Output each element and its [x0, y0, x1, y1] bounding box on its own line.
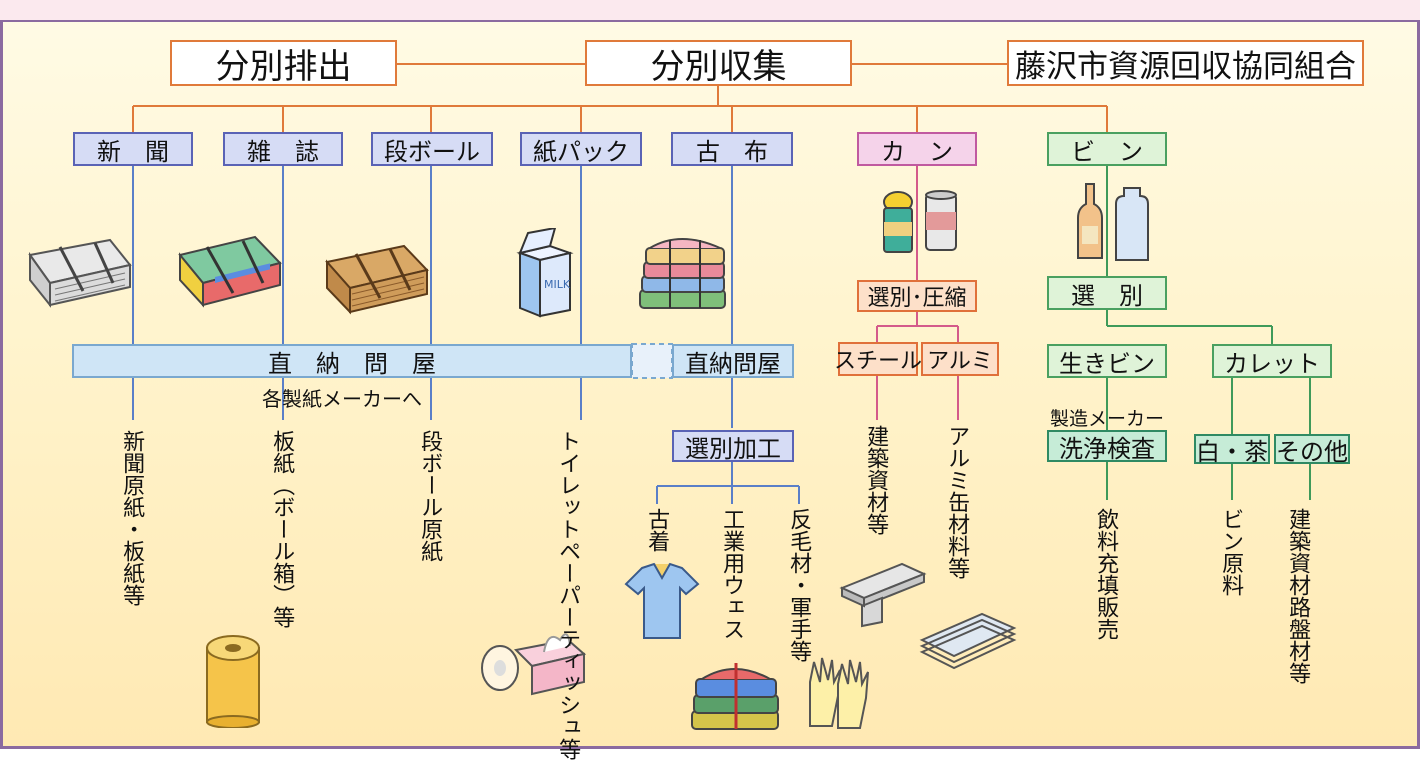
tissue-box-illustration	[481, 633, 587, 696]
used-clothes-text: 古着	[644, 508, 670, 552]
category-magazine-label: 雑 誌	[247, 137, 319, 166]
magazine-bundle-illustration	[178, 235, 282, 308]
reusable-bottle-box: 生きビン	[1047, 344, 1167, 378]
product-cardboard-raw: 段ボール原紙	[417, 430, 443, 562]
aluminum-sheets-illustration	[919, 612, 1017, 670]
direct-wholesaler-label: 直 納 問 屋	[268, 349, 436, 378]
direct-wholesaler-cloth-label: 直納問屋	[685, 349, 781, 378]
toilet-paper-roll-illustration	[206, 635, 260, 728]
product-newsprint: 新聞原紙・板紙等	[119, 430, 145, 606]
steel-box: スチール	[834, 342, 922, 376]
cans-illustration	[883, 190, 957, 253]
cloth-sort-process-label: 選別加工	[685, 434, 781, 463]
category-magazine: 雑 誌	[223, 132, 343, 166]
category-bottle-label: ビ ン	[1071, 137, 1143, 166]
steel-label: スチール	[834, 349, 923, 374]
category-newspaper: 新 聞	[73, 132, 193, 166]
top-strip	[0, 0, 1420, 22]
clothes-stack-illustration	[639, 238, 726, 309]
aluminum-label: アルミ	[927, 349, 993, 374]
direct-wholesaler-bar: 直 納 問 屋	[72, 344, 632, 378]
work-gloves-illustration	[809, 657, 869, 729]
sort-collection-label: 分別収集	[650, 46, 787, 87]
product-toilet-paper: トイレットペーパーティッシュ等	[555, 430, 581, 760]
cooperative-box: 藤沢市資源回収協同組合	[1007, 40, 1364, 86]
other-box: その他	[1274, 434, 1350, 466]
category-old-cloth-label: 古 布	[696, 137, 768, 166]
bottle-raw-text: ビン原料	[1218, 508, 1244, 596]
shirt-illustration	[624, 562, 700, 639]
direct-wholesaler-cloth-box: 直納問屋	[672, 344, 794, 378]
sort-collection-box: 分別収集	[585, 40, 852, 87]
can-sort-compress-label: 選別･圧縮	[867, 286, 967, 311]
can-sort-compress-box: 選別･圧縮	[857, 280, 977, 312]
to-paper-makers-text: 各製紙メーカーへ	[262, 387, 422, 411]
other-label: その他	[1276, 437, 1348, 466]
wool-gloves-text: 反毛材・軍手等	[786, 508, 812, 662]
category-cardboard-label: 段ボール	[384, 137, 480, 166]
category-paper-pack-label: 紙パック	[533, 137, 629, 166]
bottle-sort-label: 選 別	[1071, 281, 1143, 310]
category-can-label: カ ン	[881, 137, 953, 166]
category-paper-pack: 紙パック	[520, 132, 642, 166]
sort-discharge-box: 分別排出	[170, 40, 397, 87]
maker-text: 製造メーカー	[1050, 408, 1165, 430]
newspaper-bundle-illustration	[28, 238, 132, 308]
svg-text:MILK: MILK	[544, 278, 571, 291]
category-cardboard: 段ボール	[371, 132, 493, 166]
cloth-sort-process-box: 選別加工	[672, 430, 794, 463]
white-brown-box: 白・茶	[1194, 434, 1270, 466]
wash-inspect-box: 洗浄検査	[1047, 430, 1167, 463]
cullet-box: カレット	[1212, 344, 1332, 378]
product-board-paper: 板紙（ボール箱）等	[269, 430, 295, 628]
cooperative-label: 藤沢市資源回収協同組合	[1015, 48, 1356, 85]
rags-bundle-illustration	[691, 663, 779, 730]
category-can: カ ン	[857, 132, 977, 166]
white-brown-label: 白・茶	[1196, 437, 1268, 466]
aluminum-box: アルミ	[921, 342, 999, 376]
reusable-bottle-label: 生きビン	[1059, 349, 1155, 378]
category-newspaper-label: 新 聞	[97, 137, 169, 166]
bottles-illustration	[1077, 183, 1149, 261]
building-materials-text: 建築資材等	[863, 425, 889, 535]
sort-discharge-label: 分別排出	[215, 46, 352, 87]
beverage-text: 飲料充填販売	[1093, 508, 1119, 640]
steel-beam-illustration	[839, 562, 927, 628]
building-road-text: 建築資材路盤材等	[1285, 508, 1311, 684]
cullet-label: カレット	[1224, 349, 1320, 378]
wash-inspect-label: 洗浄検査	[1059, 434, 1155, 463]
aluminum-can-materials-text: アルミ缶材料等	[944, 425, 970, 579]
cardboard-bundle-illustration	[325, 244, 429, 315]
category-old-cloth: 古 布	[671, 132, 793, 166]
category-bottle: ビ ン	[1047, 132, 1167, 166]
industrial-waste-text: 工業用ウェス	[719, 508, 745, 640]
milk-pack-illustration: MILK	[516, 228, 574, 318]
bottle-sort-box: 選 別	[1047, 276, 1167, 310]
